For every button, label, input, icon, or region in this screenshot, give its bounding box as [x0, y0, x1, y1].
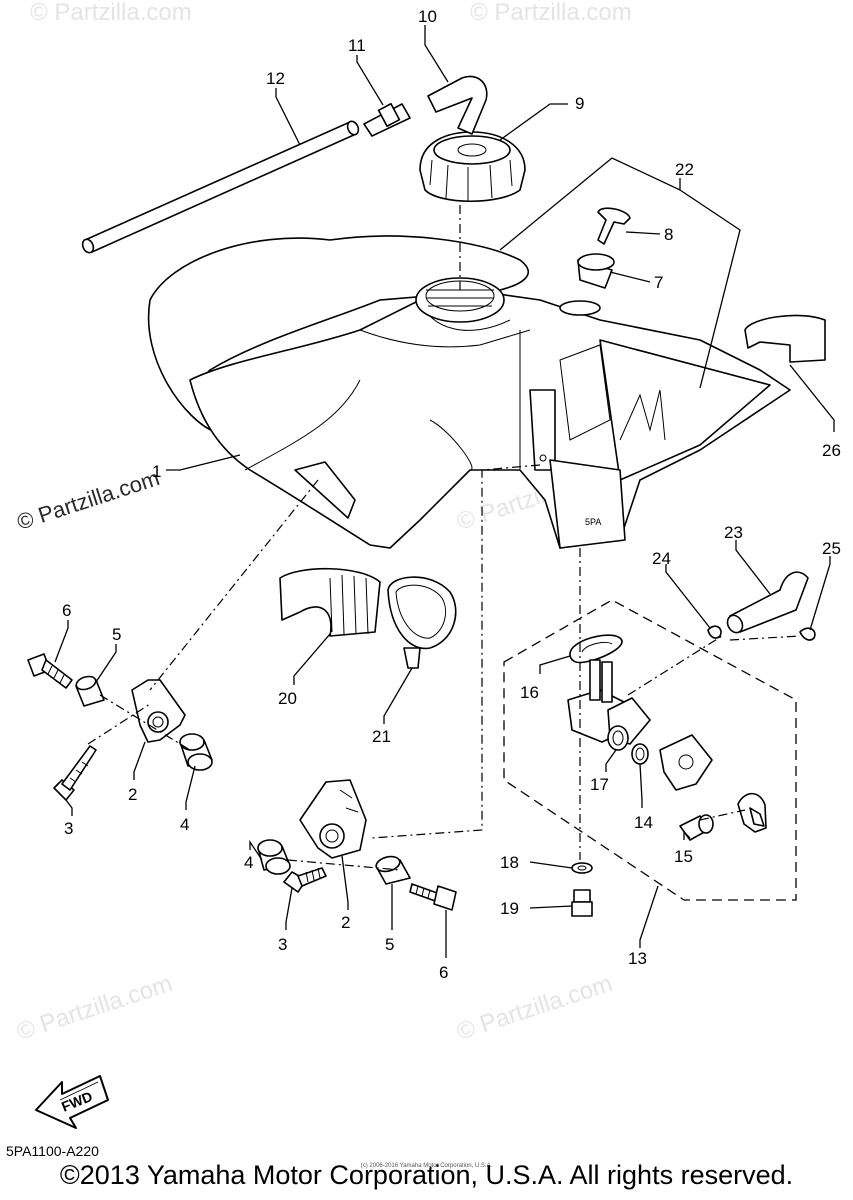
watermark-bottom-left: © Partzilla.com — [14, 970, 176, 1046]
fuel-tank: 5PA — [147, 235, 791, 549]
bolt-3-right — [283, 867, 327, 893]
damper-20 — [279, 567, 381, 637]
bolt-19 — [571, 889, 593, 917]
callout-12: 12 — [266, 69, 285, 88]
callout-4-left: 4 — [180, 815, 189, 834]
fuel-cap — [419, 131, 526, 202]
bracket-2-right — [299, 779, 367, 859]
callout-6-left: 6 — [62, 601, 71, 620]
watermark-top-right: © Partzilla.com — [470, 0, 632, 26]
copyright-notice: ©2013 Yamaha Motor Corporation, U.S.A. A… — [59, 1160, 794, 1190]
callout-25: 25 — [822, 539, 841, 558]
hose-joint — [363, 102, 411, 137]
callout-18: 18 — [500, 853, 519, 872]
callout-7: 7 — [654, 273, 663, 292]
fuel-cock-assembly — [503, 599, 797, 901]
svg-text:5PA: 5PA — [585, 517, 601, 527]
callout-15: 15 — [674, 847, 693, 866]
collar-5-left — [75, 675, 105, 707]
watermarks: © Partzilla.com © Partzilla.com © Partzi… — [14, 0, 632, 1046]
leader-lines — [54, 25, 835, 958]
callout-5-right: 5 — [385, 935, 394, 954]
callout-2-left: 2 — [128, 785, 137, 804]
small-copyright: (c) 2006-2016 Yamaha Motor Corporation, … — [360, 1163, 493, 1169]
fwd-arrow-icon: FWD — [35, 1075, 109, 1129]
fuel-hose-23 — [726, 571, 809, 634]
callout-26: 26 — [822, 441, 841, 460]
callout-3-right: 3 — [278, 935, 287, 954]
watermark-dark: © Partzilla.com — [14, 465, 163, 535]
callout-3-left: 3 — [64, 819, 73, 838]
callout-21: 21 — [372, 727, 391, 746]
callout-19: 19 — [500, 899, 519, 918]
bolt-6-left — [27, 653, 73, 689]
callout-10: 10 — [418, 7, 437, 26]
callout-5-left: 5 — [112, 625, 121, 644]
bolt-3-left — [53, 745, 97, 801]
watermark-top-left: © Partzilla.com — [30, 0, 192, 26]
breather-hose — [81, 120, 360, 254]
vent-hose — [427, 75, 488, 135]
damper-4-left — [179, 733, 213, 771]
watermark-bottom-right: © Partzilla.com — [454, 970, 616, 1046]
callout-14: 14 — [634, 813, 653, 832]
callout-8: 8 — [664, 225, 673, 244]
band-21 — [387, 576, 457, 669]
reference-lines — [87, 205, 801, 871]
callout-17: 17 — [590, 775, 609, 794]
callout-2-right: 2 — [341, 913, 350, 932]
collar-5-right — [375, 855, 411, 885]
callouts: 10 11 12 9 22 8 7 26 1 23 25 24 6 5 20 1… — [62, 7, 841, 982]
clip-24 — [707, 625, 722, 639]
callout-23: 23 — [724, 523, 743, 542]
callout-20: 20 — [278, 689, 297, 708]
clip-25 — [799, 627, 816, 641]
diagram-code: 5PA1100-A220 — [6, 1143, 99, 1159]
callout-13: 13 — [628, 949, 647, 968]
callout-24: 24 — [652, 549, 671, 568]
callout-9: 9 — [575, 94, 584, 113]
damper-7 — [559, 253, 615, 316]
callout-16: 16 — [520, 683, 539, 702]
callout-11: 11 — [348, 36, 366, 55]
washer-18 — [571, 862, 593, 874]
callout-4-right: 4 — [244, 853, 253, 872]
callout-22: 22 — [675, 160, 694, 179]
bolt-6-right — [409, 883, 457, 911]
callout-6-right: 6 — [439, 963, 448, 982]
callout-1: 1 — [152, 462, 161, 481]
damper-4-right — [257, 839, 291, 875]
screw-8 — [597, 207, 631, 245]
cover-26 — [744, 314, 826, 363]
